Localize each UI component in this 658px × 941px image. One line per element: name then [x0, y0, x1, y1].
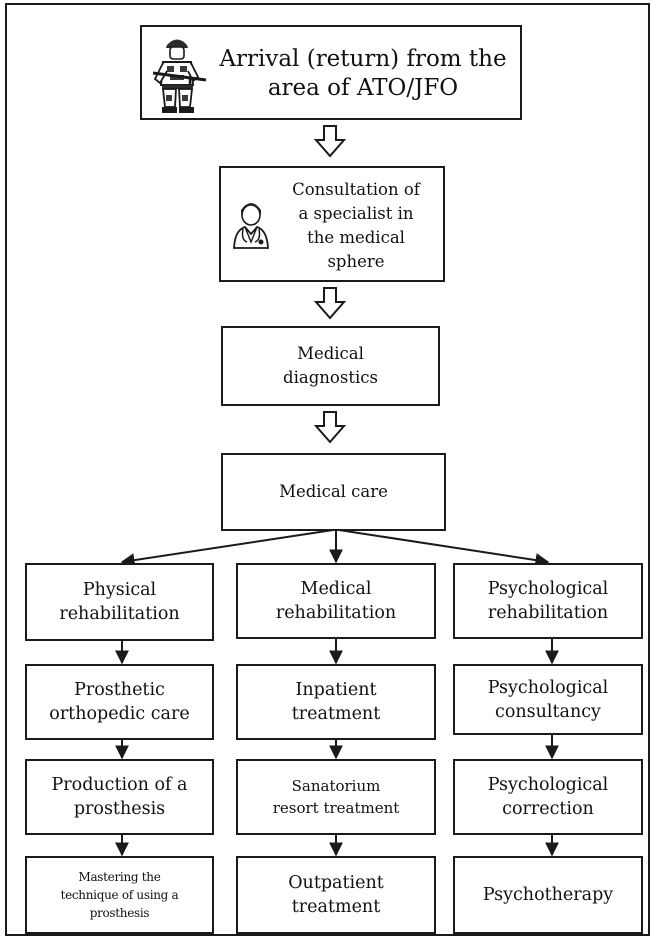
branch-arrow-physical [120, 529, 334, 568]
psychological-consultancy-box: Psychological consultancy [453, 664, 643, 735]
medical-care-label: Medical care [279, 482, 388, 501]
diagnostics-box: Medical diagnostics [221, 326, 440, 406]
psychological-consultancy-label: Psychological consultancy [487, 677, 609, 722]
prosthesis-production-label: Production of a prosthesis [51, 775, 188, 819]
arrival-label: Arrival (return) from the area of ATO/JF… [219, 46, 507, 101]
inpatient-treatment-box: Inpatient treatment [236, 664, 436, 740]
prosthesis-mastering-label: Mastering the technique of using a prost… [60, 870, 179, 920]
psychotherapy-label: Psychotherapy [482, 885, 614, 905]
outpatient-treatment-box: Outpatient treatment [236, 856, 436, 934]
sanatorium-treatment-box: Sanatorium resort treatment [236, 759, 436, 835]
psychological-rehab-label: Psychological rehabilitation [487, 579, 609, 623]
physical-rehab-label: Physical rehabilitation [59, 580, 180, 624]
psychological-correction-label: Psychological correction [487, 775, 609, 819]
consultation-label: Consultation of a specialist in the medi… [292, 180, 420, 271]
medical-rehab-box: Medical rehabilitation [236, 563, 436, 639]
prosthesis-mastering-box: Mastering the technique of using a prost… [25, 856, 214, 934]
hollow-down-arrow-2 [313, 287, 347, 320]
consultation-box: Consultation of a specialist in the medi… [219, 166, 445, 282]
doctor-icon [228, 198, 274, 250]
psychotherapy-box: Psychotherapy [453, 856, 643, 934]
prosthetic-care-box: Prosthetic orthopedic care [25, 664, 214, 740]
diagnostics-label: Medical diagnostics [283, 344, 378, 387]
psychological-correction-box: Psychological correction [453, 759, 643, 835]
prosthetic-care-label: Prosthetic orthopedic care [49, 680, 190, 724]
psychological-rehab-box: Psychological rehabilitation [453, 563, 643, 639]
hollow-down-arrow-3 [313, 411, 347, 444]
physical-rehab-box: Physical rehabilitation [25, 563, 214, 641]
medical-rehab-label: Medical rehabilitation [275, 579, 397, 623]
hollow-down-arrow-1 [313, 125, 347, 158]
outpatient-treatment-label: Outpatient treatment [288, 873, 384, 917]
arrival-box: Arrival (return) from the area of ATO/JF… [140, 25, 522, 120]
sanatorium-treatment-label: Sanatorium resort treatment [272, 777, 400, 817]
inpatient-treatment-label: Inpatient treatment [291, 680, 381, 724]
prosthesis-production-box: Production of a prosthesis [25, 759, 214, 835]
branch-arrow-psychological [338, 529, 550, 568]
medical-care-box: Medical care [221, 453, 446, 531]
soldier-icon [150, 33, 208, 115]
